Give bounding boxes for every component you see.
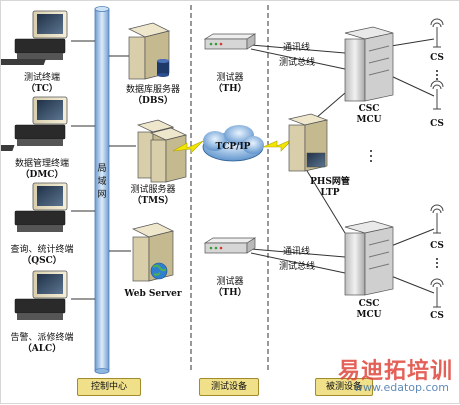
tester-bottom-icon xyxy=(203,237,257,254)
antenna-icons xyxy=(430,18,444,308)
antenna-icon xyxy=(430,80,444,110)
test-server-icon xyxy=(136,119,188,183)
cs-label: CS xyxy=(430,119,444,129)
web-server-label: Web Server xyxy=(124,289,182,299)
test-server-label: 测试服务器（TMS） xyxy=(130,185,176,206)
antenna-icon xyxy=(430,18,444,48)
section-control-center: 控制中心 xyxy=(77,378,141,396)
tcp-ip-label: TCP/IP xyxy=(215,142,251,152)
comm-line-top-label: 通讯线 xyxy=(283,43,311,53)
section-tested-equipment: 被测设备 xyxy=(315,378,373,396)
terminal-dmc-label: 数据管理终端（DMC） xyxy=(14,159,69,180)
terminal-alc-icon xyxy=(14,270,68,320)
ellipsis-dots xyxy=(370,70,438,268)
tester-top-label: 测试器（TH） xyxy=(213,73,247,94)
csc-rack-bottom-icon xyxy=(344,220,394,296)
test-bus-top-label: 测试总线 xyxy=(279,58,316,68)
database-server-label: 数据库服务器（DBS） xyxy=(125,85,180,106)
antenna-icon xyxy=(430,204,444,234)
web-server-icon xyxy=(131,222,175,282)
cs-label: CS xyxy=(430,241,444,251)
lan-label: 局域网 xyxy=(97,164,107,200)
terminal-dmc-icon xyxy=(1,96,68,151)
csc-rack-top-icon xyxy=(344,26,394,102)
watermark-brand: 易迪拓培训 xyxy=(337,359,453,384)
tester-top-icon xyxy=(203,33,257,50)
tcp-ip-cloud-icon xyxy=(202,125,264,162)
comm-line-bottom-label: 通讯线 xyxy=(283,247,311,257)
terminal-qsc-icon xyxy=(14,182,68,232)
terminal-links xyxy=(71,40,136,300)
test-bus-bottom-label: 测试总线 xyxy=(279,262,316,272)
tester-bottom-label: 测试器（TH） xyxy=(213,277,247,298)
section-test-equipment: 测试设备 xyxy=(199,378,259,396)
phs-server-icon xyxy=(287,113,329,172)
antenna-icon xyxy=(430,278,444,308)
antenna-links xyxy=(390,38,435,294)
cs-label: CS xyxy=(430,311,444,321)
terminal-tc-label: 测试终端（TC） xyxy=(23,73,60,94)
cs-label: CS xyxy=(430,53,444,63)
terminal-qsc-label: 查询、统计终端（QSC） xyxy=(10,245,74,266)
watermark-site: www.edatop.com xyxy=(354,381,449,394)
terminal-alc-label: 告警、派修终端（ALC） xyxy=(10,333,74,354)
lan-pipe xyxy=(94,6,110,374)
database-server-icon xyxy=(127,22,171,80)
terminal-tc-icon xyxy=(1,10,68,65)
